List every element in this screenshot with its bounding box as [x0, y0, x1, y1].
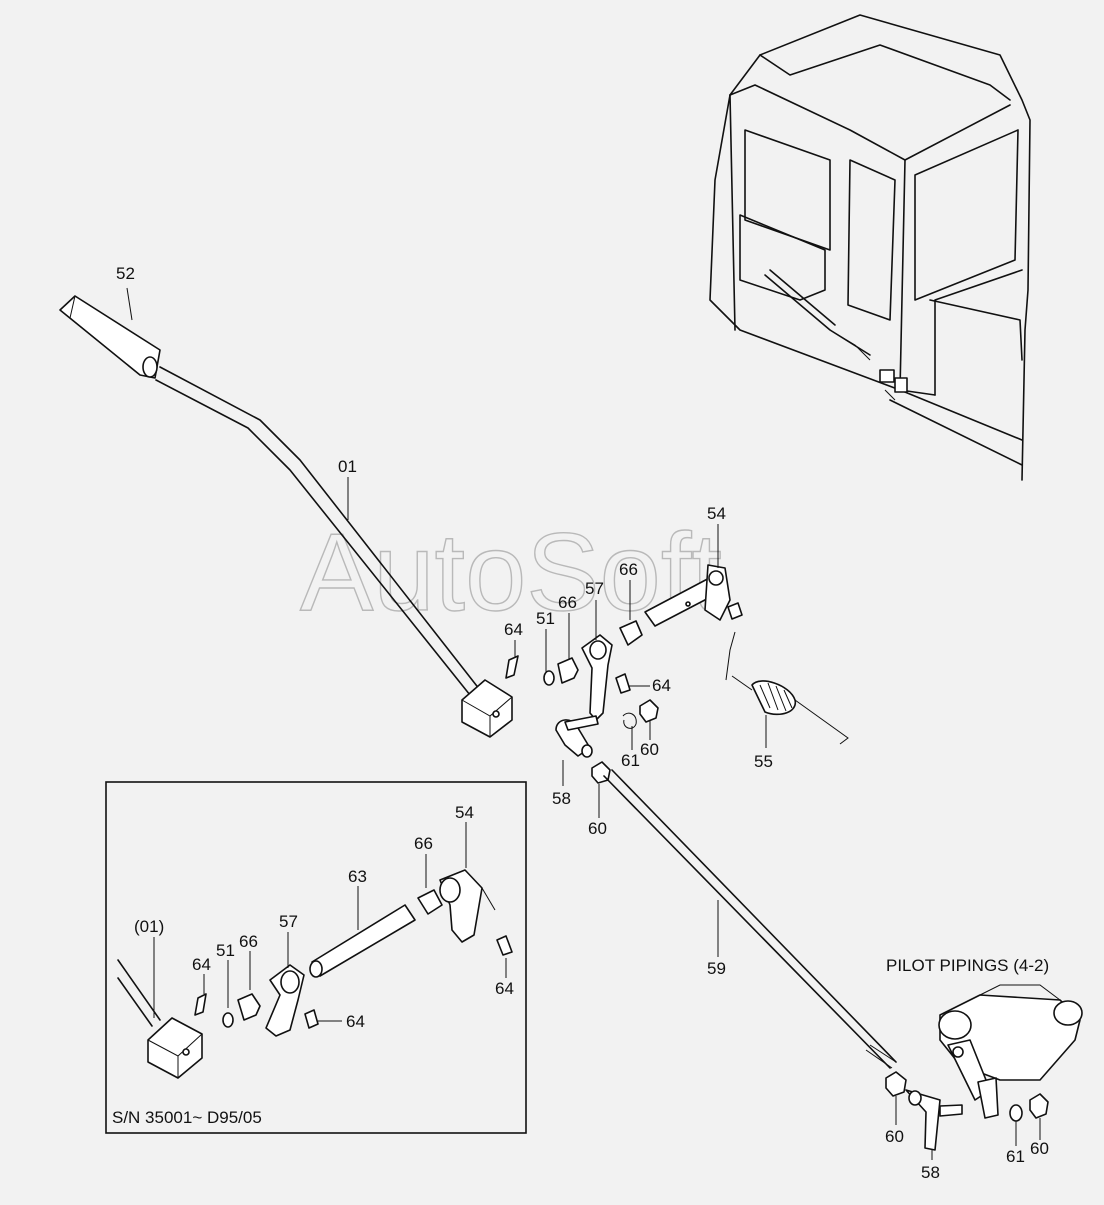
inset-panel [105, 781, 527, 1134]
inset-callout-01: (01) [134, 917, 164, 936]
callout-61: 61 [621, 751, 640, 770]
inset-callout-66-right: 66 [414, 834, 433, 853]
callout-60-lower: 60 [885, 1127, 904, 1146]
cab-illustration [709, 14, 1031, 481]
callout-64-left: 64 [504, 620, 523, 639]
callout-66-right: 66 [619, 560, 638, 579]
callout-60-rod: 60 [588, 819, 607, 838]
inset-callout-54: 54 [455, 803, 474, 822]
callout-60-pilot: 60 [1030, 1139, 1049, 1158]
callout-57: 57 [585, 579, 604, 598]
inset-callout-66-left: 66 [239, 932, 258, 951]
inset-serial-number: S/N 35001~ D95/05 [112, 1108, 262, 1127]
callout-59: 59 [707, 959, 726, 978]
callout-labels: 52 01 54 66 57 66 51 64 64 61 60 55 58 6… [116, 264, 1049, 1182]
callout-55: 55 [754, 752, 773, 771]
callout-01: 01 [338, 457, 357, 476]
inset-callout-64-bottom: 64 [346, 1012, 365, 1031]
callout-66-left: 66 [558, 593, 577, 612]
callout-54: 54 [707, 504, 726, 523]
callout-51: 51 [536, 609, 555, 628]
inset-callout-64-right: 64 [495, 979, 514, 998]
inset-callout-63: 63 [348, 867, 367, 886]
inset-callout-57: 57 [279, 912, 298, 931]
main-assembly [505, 564, 897, 1069]
callout-58: 58 [552, 789, 571, 808]
inset-callout-51: 51 [216, 941, 235, 960]
inset-callout-64-left: 64 [192, 955, 211, 974]
lever-01 [59, 295, 513, 738]
pilot-pipings-ref: PILOT PIPINGS (4-2) [886, 956, 1049, 975]
callout-58-lower: 58 [921, 1163, 940, 1182]
pilot-valve [885, 984, 1083, 1151]
callout-64-right: 64 [652, 676, 671, 695]
callout-60-upper: 60 [640, 740, 659, 759]
callout-61-lower: 61 [1006, 1147, 1025, 1166]
callout-52: 52 [116, 264, 135, 283]
inset-labels: 54 66 63 (01) 57 51 66 64 64 64 S/N 3500… [112, 803, 514, 1127]
leader-lines [126, 287, 1041, 1160]
